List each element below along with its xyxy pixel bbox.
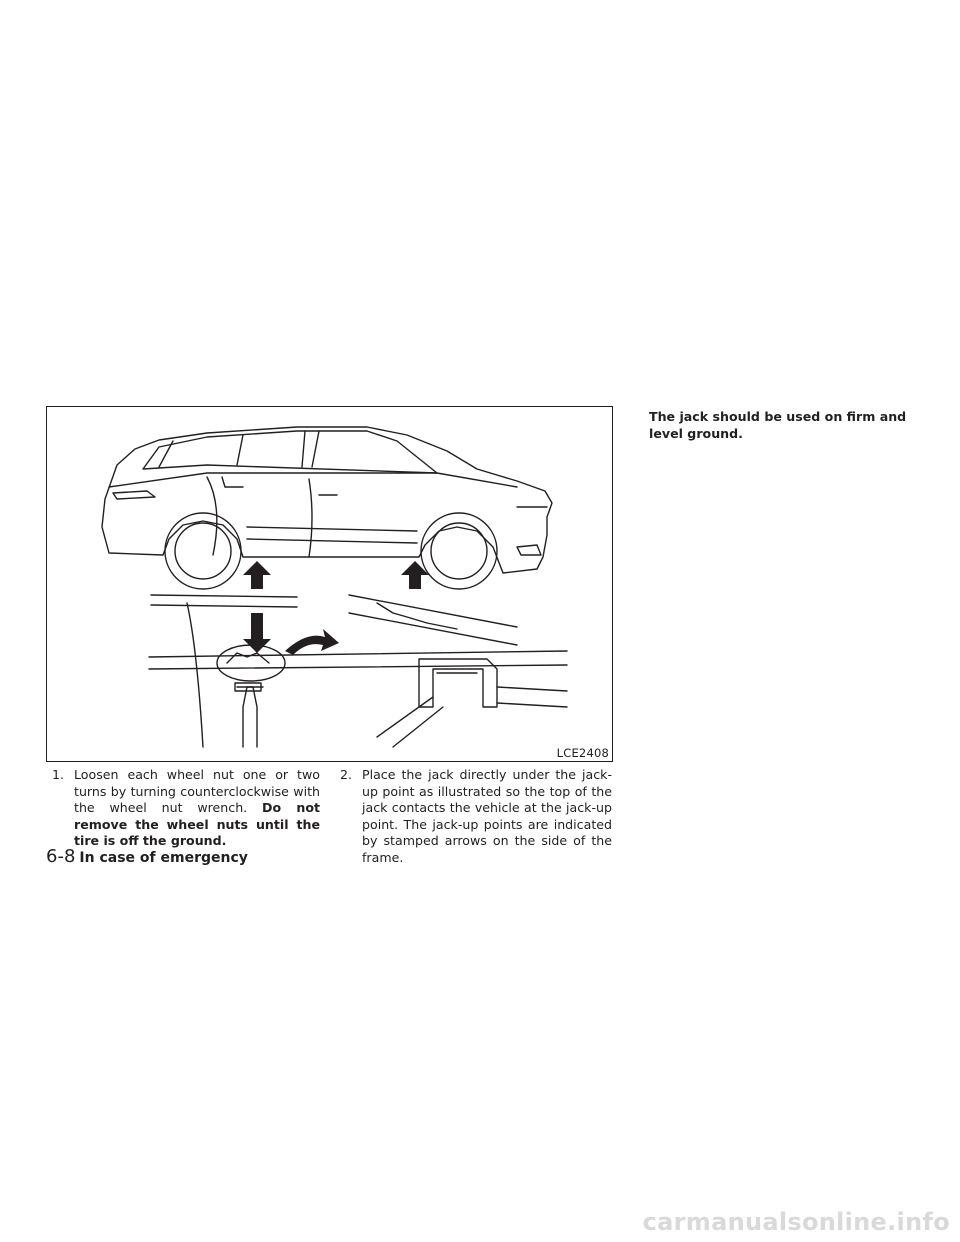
up-arrow-icon bbox=[243, 561, 271, 589]
step-text: Loosen each wheel nut one or two turns b… bbox=[74, 767, 320, 816]
page-number: 6-8 bbox=[46, 846, 76, 867]
step-2-column: 2. Place the jack directly under the jac… bbox=[340, 767, 612, 867]
jack-up-illustration: LCE2408 bbox=[46, 406, 613, 762]
jack-ground-note: The jack should be used on firm and leve… bbox=[649, 409, 907, 441]
curved-arrow-icon bbox=[285, 629, 339, 655]
note-column: The jack should be used on firm and leve… bbox=[649, 409, 917, 442]
watermark: carmanualsonline.info bbox=[642, 1208, 950, 1236]
car-body-outline bbox=[101, 426, 553, 574]
step-number: 2. bbox=[340, 767, 353, 782]
jack-point-arrows bbox=[243, 561, 429, 655]
section-title: In case of emergency bbox=[79, 850, 248, 866]
step-text: Place the jack directly under the jack-u… bbox=[362, 767, 612, 865]
car-window-line bbox=[142, 430, 438, 474]
figure-code: LCE2408 bbox=[556, 746, 609, 760]
step-2: 2. Place the jack directly under the jac… bbox=[340, 767, 612, 867]
down-arrow-icon bbox=[243, 613, 271, 653]
page-footer: 6-8 In case of emergency bbox=[46, 846, 248, 867]
step-warning: Do not remove the wheel nuts until the t… bbox=[74, 800, 320, 849]
up-arrow-icon-front bbox=[401, 561, 429, 589]
step-number: 1. bbox=[52, 767, 65, 782]
step-1: 1. Loosen each wheel nut one or two turn… bbox=[52, 767, 320, 850]
vehicle-jacking-diagram bbox=[101, 426, 568, 748]
step-1-column: 1. Loosen each wheel nut one or two turn… bbox=[52, 767, 320, 850]
